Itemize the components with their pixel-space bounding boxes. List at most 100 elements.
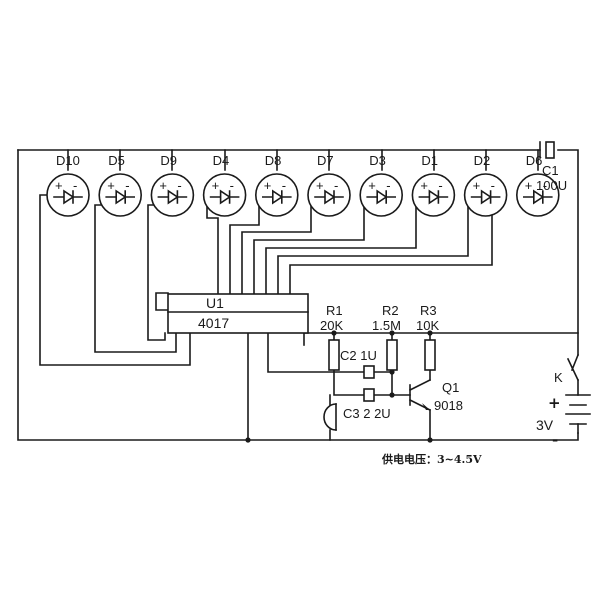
diode-symbol-icon bbox=[53, 189, 83, 205]
capacitor-c2: C2 1U bbox=[340, 348, 377, 379]
junction-dot bbox=[331, 330, 337, 336]
led-minus: - bbox=[230, 178, 234, 193]
led-minus: - bbox=[438, 178, 442, 193]
r2-ref: R2 bbox=[382, 303, 399, 318]
junction-dot bbox=[389, 392, 395, 398]
c1-value: 100U bbox=[536, 178, 567, 193]
wire-d7 bbox=[241, 204, 312, 295]
led-body bbox=[254, 173, 299, 217]
diode-symbol-icon bbox=[470, 189, 501, 205]
led-d8: D8+- bbox=[254, 153, 299, 217]
wire-d10 bbox=[39, 194, 191, 366]
led-minus: - bbox=[73, 178, 77, 193]
wire-ic-tab bbox=[155, 292, 169, 311]
led-label: D10 bbox=[56, 153, 80, 168]
diode-symbol-icon bbox=[523, 189, 553, 205]
wire-ic-pin-clk bbox=[267, 332, 365, 373]
junction-dot bbox=[389, 330, 395, 336]
wire-d5 bbox=[94, 204, 177, 353]
diode-symbol-icon bbox=[209, 189, 240, 205]
led-body bbox=[202, 173, 247, 217]
led-body bbox=[46, 173, 90, 217]
led-label: D7 bbox=[317, 153, 334, 168]
switch-ref: K bbox=[554, 370, 563, 385]
led-plus: + bbox=[159, 178, 167, 193]
junction-dot bbox=[427, 437, 433, 443]
r3-ref: R3 bbox=[420, 303, 437, 318]
led-plus: + bbox=[107, 178, 115, 193]
led-label: D1 bbox=[421, 153, 438, 168]
led-plus: + bbox=[316, 178, 324, 193]
led-minus: - bbox=[125, 178, 129, 193]
switch-k: K bbox=[554, 353, 580, 396]
led-d6: D6 +- bbox=[515, 153, 560, 217]
wire-d6 bbox=[289, 204, 493, 295]
junction-dot bbox=[245, 437, 251, 443]
wire-d2 bbox=[277, 204, 469, 295]
wire-d3 bbox=[253, 204, 365, 295]
led-body bbox=[150, 173, 195, 217]
led-d3: D3 +- bbox=[359, 153, 404, 217]
led-d10: D10 +- bbox=[46, 153, 90, 217]
led-d2: D2 +- bbox=[463, 153, 508, 217]
led-label: D2 bbox=[474, 153, 491, 168]
led-body bbox=[359, 173, 404, 217]
c2-label: C2 1U bbox=[340, 348, 377, 363]
c1-ref: C1 bbox=[542, 163, 559, 178]
led-plus: + bbox=[525, 178, 533, 193]
ic-part: 4017 bbox=[198, 315, 229, 331]
wire-d8 bbox=[229, 204, 260, 295]
battery-minus: - bbox=[552, 431, 558, 449]
led-minus: - bbox=[177, 178, 181, 193]
diode-symbol-icon bbox=[418, 189, 449, 205]
led-label: D6 bbox=[526, 153, 543, 168]
led-body bbox=[463, 173, 508, 217]
led-body bbox=[307, 173, 351, 217]
supply-voltage-note: 供电电压：3~4.5V bbox=[381, 452, 482, 466]
r1-value: 20K bbox=[320, 318, 343, 333]
diode-symbol-icon bbox=[314, 189, 344, 205]
led-minus: - bbox=[334, 178, 338, 193]
led-plus: + bbox=[264, 178, 272, 193]
capacitor-c3: C3 2 2U bbox=[343, 388, 391, 421]
diode-symbol-icon bbox=[366, 189, 396, 205]
ic-4017: U1 4017 bbox=[167, 293, 309, 334]
r3-value: 10K bbox=[416, 318, 439, 333]
wire-top-rail bbox=[17, 149, 579, 356]
r2-value: 1.5M bbox=[372, 318, 401, 333]
led-plus: + bbox=[420, 178, 428, 193]
ic-ref: U1 bbox=[206, 295, 224, 311]
led-d4: D4+- bbox=[202, 153, 247, 217]
led-d5: D5 +- bbox=[98, 153, 142, 217]
led-label: D3 bbox=[369, 153, 386, 168]
wire-d4 bbox=[206, 204, 219, 295]
diode-symbol-icon bbox=[105, 189, 135, 205]
led-minus: - bbox=[386, 178, 390, 193]
led-plus: + bbox=[368, 178, 376, 193]
battery-plus: + bbox=[548, 394, 561, 412]
led-plus: + bbox=[473, 178, 481, 193]
led-body bbox=[98, 173, 142, 217]
wiring bbox=[17, 149, 579, 441]
junction-dot bbox=[427, 330, 433, 336]
microphone-icon bbox=[323, 403, 337, 431]
q1-ref: Q1 bbox=[442, 380, 459, 395]
led-label: D8 bbox=[265, 153, 282, 168]
led-label: D5 bbox=[108, 153, 125, 168]
led-minus: - bbox=[543, 178, 547, 193]
led-plus: + bbox=[55, 178, 63, 193]
led-d7: D7 +- bbox=[307, 153, 351, 217]
led-minus: - bbox=[491, 178, 495, 193]
q1-part: 9018 bbox=[434, 398, 463, 413]
wire-d9 bbox=[147, 204, 166, 341]
capacitor-c1: C1 100U bbox=[536, 141, 567, 193]
battery-icon: + 3V - bbox=[536, 394, 591, 449]
led-body bbox=[411, 173, 456, 217]
battery-voltage: 3V bbox=[536, 417, 554, 433]
led-d1: D1 +- bbox=[411, 153, 456, 217]
wire-left-rail bbox=[17, 149, 579, 441]
led-plus: + bbox=[212, 178, 220, 193]
wire-d1 bbox=[265, 204, 417, 295]
c3-label: C3 2 2U bbox=[343, 406, 391, 421]
